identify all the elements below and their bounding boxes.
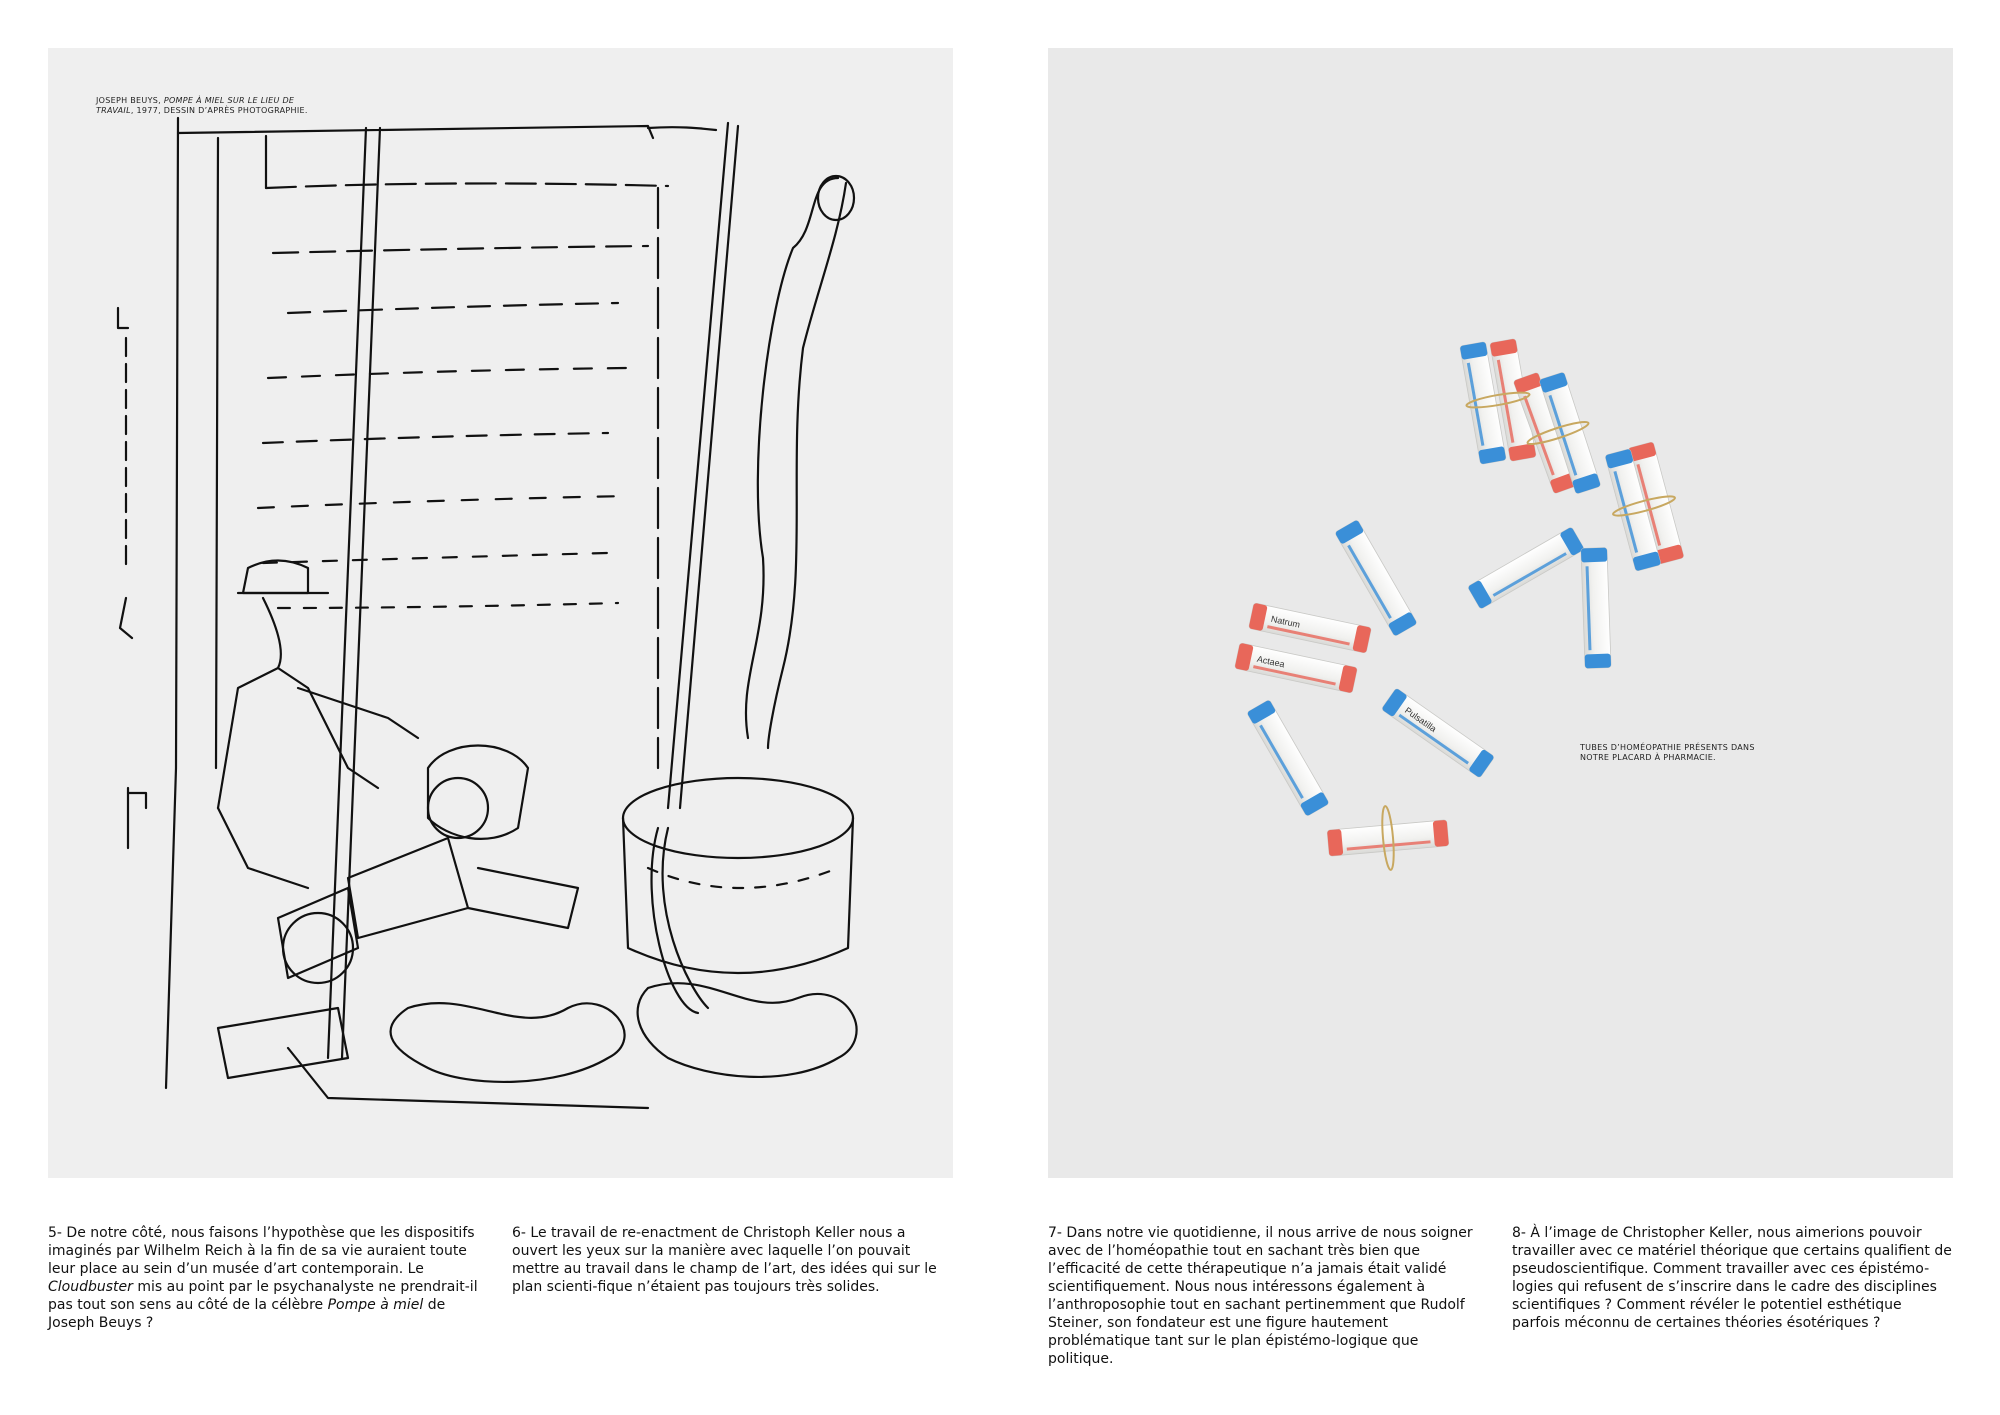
caption-title-1: POMPE À MIEL SUR LE LIEU DE [163, 96, 295, 105]
rubber-band [1381, 805, 1395, 871]
homeopathy-tube: Natrum [1248, 602, 1372, 654]
drawing-plate: JOSEPH BEUYS, POMPE À MIEL SUR LE LIEU D… [48, 48, 953, 1178]
homeopathy-tube [1247, 700, 1329, 816]
note-7: 7- Dans notre vie quotidienne, il nous a… [1048, 1225, 1473, 1367]
drawing-caption: JOSEPH BEUYS, POMPE À MIEL SUR LE LIEU D… [96, 96, 316, 116]
homeopathy-tube [1468, 527, 1584, 609]
note-5-em-cloudbuster: Cloudbuster [48, 1279, 133, 1295]
line-drawing [116, 116, 858, 1110]
homeopathy-tube [1605, 448, 1661, 572]
homeopathy-tube [1326, 819, 1450, 857]
homeopathy-tube [1459, 341, 1507, 465]
rubber-band [1465, 391, 1531, 409]
rubber-band [1526, 421, 1590, 445]
rubber-band [1612, 495, 1676, 517]
caption-author: JOSEPH BEUYS, [96, 96, 161, 105]
note-6: 6- Le travail de re-enactment de Christo… [512, 1225, 937, 1295]
note-8: 8- À l’image de Christopher Keller, nous… [1512, 1225, 1952, 1331]
photo-caption: TUBES D’HOMÉOPATHIE PRÉSENTS DANS NOTRE … [1580, 743, 1755, 762]
homeopathy-tube [1580, 547, 1612, 669]
note-5-em-pompe: Pompe à miel [327, 1297, 424, 1313]
homeopathy-tube [1489, 338, 1537, 462]
caption-title-2: TRAVAIL [96, 106, 131, 115]
caption-suffix: , 1977, DESSIN D’APRÈS PHOTOGRAPHIE. [130, 106, 308, 115]
left-page: JOSEPH BEUYS, POMPE À MIEL SUR LE LIEU D… [48, 48, 953, 1331]
homeopathy-tube: Actaea [1234, 642, 1358, 694]
homeopathy-tube: Pulsatilla [1382, 688, 1494, 778]
note-5: 5- De notre côté, nous faisons l’hypothè… [48, 1225, 478, 1331]
homeopathy-tube [1335, 520, 1417, 636]
